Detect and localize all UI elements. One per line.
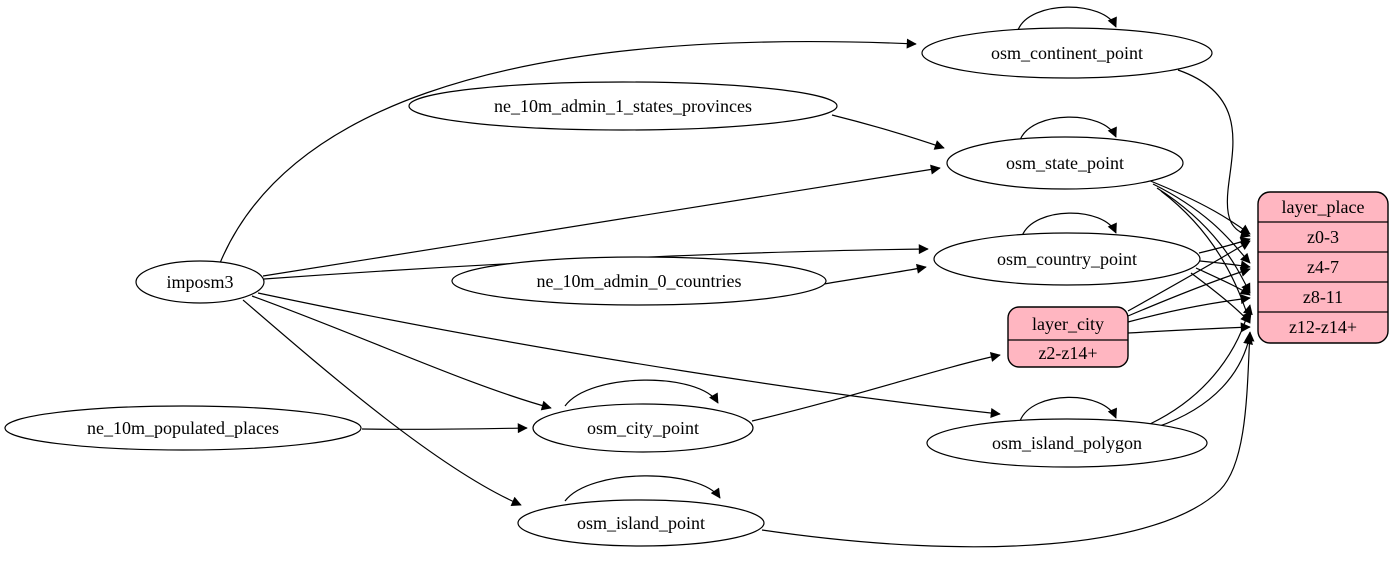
edge-ne_10m_admin_1_states_provinces-osm_state_point: [831, 114, 945, 150]
node-ne_10m_admin_1_states_provinces: ne_10m_admin_1_states_provinces: [408, 81, 838, 131]
edge-layer_city-layer_place-z12-z14: [1127, 322, 1251, 334]
edge-group: [219, 6, 1255, 548]
edge-imposm3-osm_city_point: [251, 295, 552, 411]
edge-imposm3-osm_island_polygon: [257, 292, 1001, 418]
edge-self-osm_city_point: [564, 379, 719, 407]
ne_10m_admin_0_countries-shape: [451, 256, 827, 306]
edge-layer_city-layer_place-z0-3: [1127, 240, 1251, 312]
edge-imposm3-osm_continent_point: [219, 38, 917, 264]
edge-osm_city_point-layer_city-z2-z14: [751, 352, 1001, 422]
imposm3-shape: [135, 260, 265, 304]
edge-osm_country_point-layer_place-z0-3: [1198, 237, 1251, 254]
osm_continent_point-label: osm_continent_point: [991, 43, 1143, 63]
node-ne_10m_admin_0_countries: ne_10m_admin_0_countries: [451, 256, 827, 306]
edge-osm_country_point-layer_place-z12-z14: [1190, 272, 1251, 324]
edge-self-osm_island_point: [564, 475, 721, 502]
edge-ne_10m_populated_places-osm_city_point: [361, 423, 528, 434]
edge-self-osm_continent_point: [1017, 6, 1117, 31]
layer_place-row-z4-7: z4-7: [1307, 257, 1339, 277]
layer_city-row-z2-z14: z2-z14+: [1038, 343, 1097, 363]
osm_city_point-label: osm_city_point: [587, 418, 699, 438]
osm_island_polygon-label: osm_island_polygon: [992, 433, 1142, 453]
layer_city-title: layer_city: [1032, 314, 1104, 334]
osm_state_point-shape: [946, 136, 1184, 190]
edge-layer_city-layer_place-z4-7: [1127, 267, 1251, 317]
ne_10m_populated_places-shape: [4, 405, 362, 451]
edge-osm_state_point-layer_place-z8-11: [1156, 187, 1251, 294]
ne_10m_admin_0_countries-label: ne_10m_admin_0_countries: [537, 271, 742, 291]
record-layer_city: layer_city z2-z14+: [1007, 306, 1129, 368]
osm_island_point-shape: [517, 499, 765, 547]
edge-osm_state_point-layer_place-z4-7: [1152, 183, 1251, 264]
edge-ne_10m_admin_0_countries-osm_country_point: [823, 263, 927, 285]
edge-layer_city-layer_place-z8-11: [1127, 294, 1251, 323]
ne_10m_admin_1_states_provinces-shape: [408, 81, 838, 131]
edge-osm_country_point-layer_place-z4-7: [1199, 260, 1251, 271]
ne_10m_populated_places-label: ne_10m_populated_places: [87, 418, 279, 438]
layer_place-row-z12-z14: z12-z14+: [1289, 317, 1357, 337]
osm_island_point-label: osm_island_point: [577, 513, 705, 533]
node-osm_island_polygon: osm_island_polygon: [926, 418, 1208, 468]
edge-self-osm_island_polygon: [1019, 396, 1117, 422]
osm_state_point-label: osm_state_point: [1006, 153, 1124, 173]
layer_place-row-z8-11: z8-11: [1303, 287, 1343, 307]
layer_place-title: layer_place: [1282, 197, 1365, 217]
layer_place-box: [1257, 191, 1389, 344]
edge-osm_island_point-layer_place-z12-z14: [761, 331, 1255, 548]
edge-self-osm_country_point: [1021, 212, 1117, 237]
node-osm_country_point: osm_country_point: [933, 232, 1201, 286]
node-osm_state_point: osm_state_point: [946, 136, 1184, 190]
edge-osm_country_point-layer_place-z8-11: [1195, 267, 1251, 296]
edge-osm_continent_point-layer_place-z0-3: [1177, 69, 1251, 239]
node-osm_island_point: osm_island_point: [517, 499, 765, 547]
layer_place-row-z0-3: z0-3: [1307, 227, 1339, 247]
ne_10m_admin_1_states_provinces-label: ne_10m_admin_1_states_provinces: [494, 96, 752, 116]
node-osm_continent_point: osm_continent_point: [921, 27, 1213, 79]
imposm3-label: imposm3: [166, 272, 233, 292]
osm_continent_point-shape: [921, 27, 1213, 79]
osm_country_point-shape: [933, 232, 1201, 286]
edge-osm_state_point-layer_place-z0-3: [1147, 179, 1251, 235]
edge-osm_island_polygon-layer_place-z8-11: [1149, 304, 1253, 425]
node-osm_city_point: osm_city_point: [532, 403, 754, 453]
layer_city-box: [1007, 306, 1129, 368]
osm_country_point-label: osm_country_point: [997, 249, 1137, 269]
node-imposm3: imposm3: [135, 260, 265, 304]
edge-osm_island_polygon-layer_place-z12-z14: [1156, 334, 1253, 428]
record-layer_place: layer_place z0-3 z4-7 z8-11 z12-z14+: [1257, 191, 1389, 344]
node-ne_10m_populated_places: ne_10m_populated_places: [4, 405, 362, 451]
osm_island_polygon-shape: [926, 418, 1208, 468]
osm_city_point-shape: [532, 403, 754, 453]
edge-imposm3-osm_island_point: [242, 299, 522, 506]
edge-self-osm_state_point: [1019, 116, 1117, 141]
edge-imposm3-osm_state_point: [262, 164, 941, 277]
